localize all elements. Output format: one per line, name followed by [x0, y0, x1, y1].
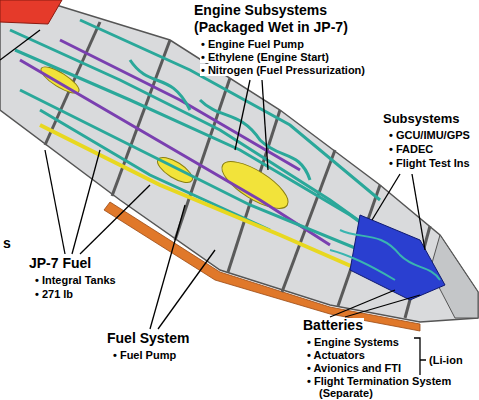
callout-text: • Ethylene (Engine Start): [200, 51, 330, 63]
callout-text: • Integral Tanks: [34, 274, 117, 286]
callout-text: • Engine Systems: [306, 336, 400, 348]
callout-text: • Flight Test Ins: [388, 157, 471, 169]
callout-text: Subsystems: [382, 112, 461, 126]
callout-text: • Flight Termination System: [306, 375, 452, 387]
callout-text: Batteries: [302, 318, 364, 333]
callout-text: (Separate): [318, 387, 374, 399]
callout-text: Fuel System: [106, 331, 190, 346]
callout-text: JP-7 Fuel: [28, 256, 92, 271]
leader-lines: [0, 30, 425, 329]
callout-text: (Li-ion: [428, 354, 464, 366]
callout-text: • GCU/IMU/GPS: [388, 129, 471, 141]
callout-text: (Packaged Wet in JP-7): [193, 20, 349, 35]
tail-fin: [0, 0, 62, 24]
callout-text: • Engine Fuel Pump: [200, 38, 305, 50]
callout-text: Engine Subsystems: [193, 3, 328, 18]
subsystem-box: [350, 215, 445, 300]
callout-text: s: [2, 236, 12, 251]
callout-text: • Actuators: [306, 349, 366, 361]
fuel-line: [40, 125, 360, 270]
vehicle-body: [0, 0, 478, 322]
callout-text: • FADEC: [388, 143, 434, 155]
callout-text: • Nitrogen (Fuel Pressurization): [200, 64, 366, 76]
callout-text: • Avionics and FTI: [306, 362, 402, 374]
callout-text: • 271 lb: [34, 288, 74, 300]
callout-text: • Fuel Pump: [112, 349, 177, 361]
